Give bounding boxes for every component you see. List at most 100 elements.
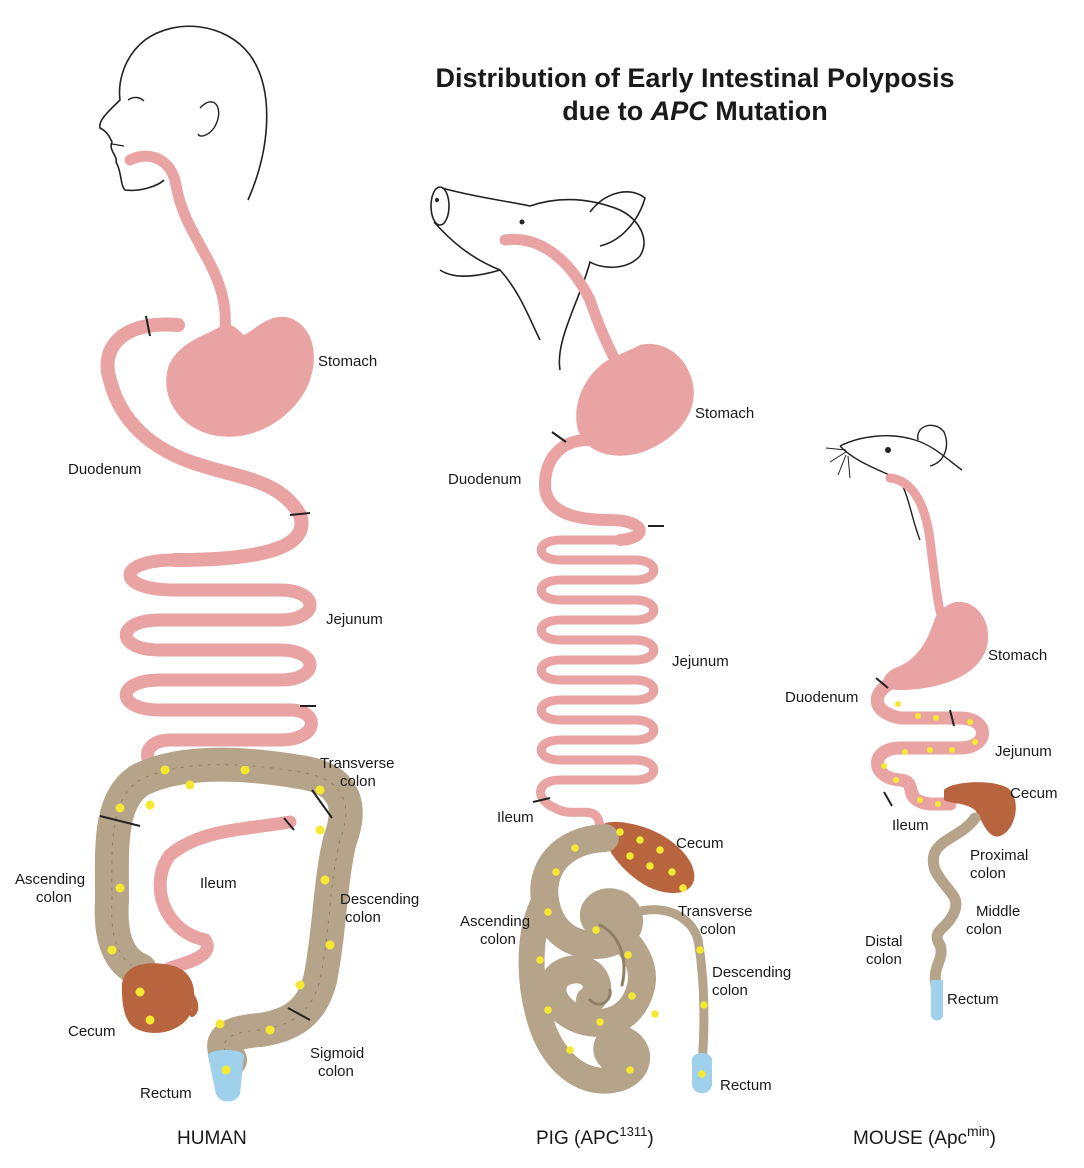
human-label-duodenum: Duodenum [68, 461, 141, 478]
mouse-jejunum-marker [949, 709, 955, 727]
mouse-label-distal-2: colon [866, 951, 902, 968]
human-mouth [111, 143, 125, 147]
mouse-eye [885, 447, 891, 453]
polyp [185, 780, 195, 790]
human-label-transverse-1: Transverse [320, 755, 394, 772]
human-label-sigmoid-2: colon [318, 1063, 354, 1080]
polyp [315, 785, 325, 795]
mouse-label-distal-1: Distal [865, 933, 903, 950]
title-line-1: Distribution of Early Intestinal Polypos… [435, 63, 955, 93]
pig-label-rectum: Rectum [720, 1077, 772, 1094]
pig-snout [430, 186, 450, 226]
polyp [915, 713, 921, 719]
human-panel: Stomach Duodenum Jejunum Transverse colo… [15, 25, 419, 1149]
mouse-label-middle-1: Middle [976, 903, 1020, 920]
pig-label-ascending-1: Ascending [460, 913, 530, 930]
polyp [215, 1019, 225, 1029]
human-label-sigmoid-1: Sigmoid [310, 1045, 364, 1062]
polyp [696, 946, 704, 954]
polyp [935, 801, 941, 807]
title-post: Mutation [707, 96, 828, 126]
polyp [265, 1025, 275, 1035]
polyp [592, 926, 600, 934]
polyp [646, 862, 654, 870]
human-ileum [153, 815, 297, 975]
pig-spiral-colon [530, 824, 656, 1037]
polyp [145, 800, 155, 810]
mouse-panel: Stomach Duodenum Jejunum Cecum Ileum Pro… [785, 424, 1058, 1149]
human-rectum [208, 1050, 244, 1102]
polyp [596, 1018, 604, 1026]
polyp [628, 992, 636, 1000]
pig-duodenum [538, 434, 646, 546]
title-pre: due to [562, 96, 651, 126]
pig-pylorus-marker [551, 431, 567, 443]
polyp [895, 701, 901, 707]
polyp [320, 875, 330, 885]
human-label-cecum: Cecum [68, 1023, 116, 1040]
pig-caption-main: PIG (APC [536, 1128, 619, 1149]
polyp [698, 1070, 706, 1078]
human-label-rectum: Rectum [140, 1085, 192, 1102]
polyp [656, 846, 664, 854]
human-ear [197, 101, 220, 137]
polyp [679, 884, 687, 892]
mouse-small-intestine [870, 673, 989, 811]
human-ileum-marker [283, 817, 295, 831]
mouse-polyps [881, 701, 978, 807]
human-label-ascending-2: colon [36, 889, 72, 906]
human-label-transverse-2: colon [340, 773, 376, 790]
mouse-label-rectum: Rectum [947, 991, 999, 1008]
pig-label-stomach: Stomach [695, 405, 754, 422]
pig-caption-sup: 1311 [619, 1124, 647, 1139]
mouse-cecum [944, 782, 1016, 837]
human-jejunum [120, 553, 318, 777]
polyp [221, 1065, 231, 1075]
human-cecum [121, 963, 195, 1033]
pig-caption-end: ) [647, 1128, 653, 1149]
human-label-descending-1: Descending [340, 891, 419, 908]
polyp [668, 868, 676, 876]
pig-ileum-marker [532, 797, 551, 803]
polyp [544, 908, 552, 916]
pig-panel: Stomach Duodenum Jejunum Ileum Cecum Asc… [430, 186, 791, 1149]
polyp [893, 777, 899, 783]
pig-label-descending-2: colon [712, 982, 748, 999]
mouse-label-jejunum: Jejunum [995, 743, 1052, 760]
pig-label-transverse-1: Transverse [678, 903, 752, 920]
polyp [115, 803, 125, 813]
polyp [145, 1015, 155, 1025]
polyp [295, 980, 305, 990]
polyp [626, 1066, 634, 1074]
human-esophagus [124, 150, 231, 336]
human-colon-divider-2 [311, 789, 333, 819]
human-stomach [166, 316, 314, 437]
human-label-jejunum: Jejunum [326, 611, 383, 628]
polyp [315, 825, 325, 835]
human-label-stomach: Stomach [318, 353, 377, 370]
pig-label-jejunum: Jejunum [672, 653, 729, 670]
polyp [972, 739, 978, 745]
pig-eye [519, 219, 525, 225]
mouse-rectum [931, 980, 943, 1021]
pig-nostril [435, 198, 439, 202]
mouse-label-duodenum: Duodenum [785, 689, 858, 706]
pig-label-transverse-2: colon [700, 921, 736, 938]
polyp [651, 1010, 659, 1018]
polyp [544, 1006, 552, 1014]
pig-spiral-inner [588, 923, 626, 1006]
human-duodenum [100, 317, 309, 567]
pig-label-ileum: Ileum [497, 809, 534, 826]
human-caption: HUMAN [177, 1128, 247, 1149]
polyp [160, 765, 170, 775]
polyp [949, 747, 955, 753]
pig-descending-colon [615, 905, 709, 1067]
human-polyps [107, 765, 335, 1075]
pig-ear [589, 191, 646, 247]
mouse-caption: MOUSE (Apcmin) [853, 1123, 996, 1149]
mouse-head-outline [839, 435, 963, 541]
pig-jejunum [536, 535, 659, 835]
pig-stomach [576, 343, 694, 456]
polyp [700, 1001, 708, 1009]
